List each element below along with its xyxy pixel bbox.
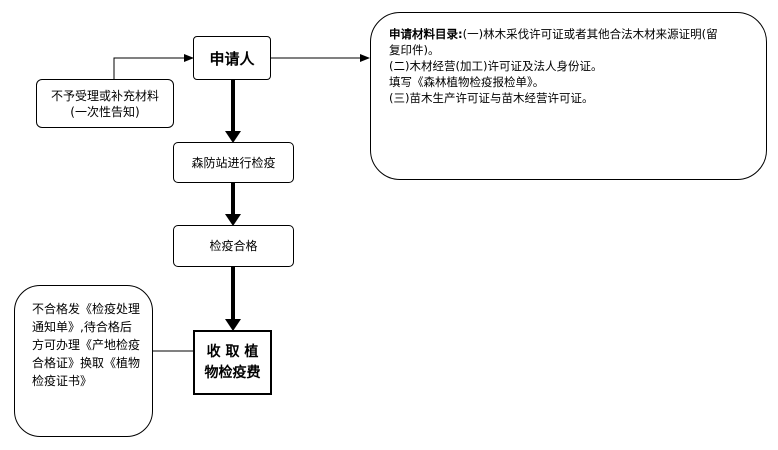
materials-heading: 申请材料目录: xyxy=(389,27,463,41)
failed-box: 不合格发《检疫处理 通知单》,待合格后 方可办理《产地检疫 合格证》换取《植物 … xyxy=(14,285,153,437)
failed-line1: 不合格发《检疫处理 xyxy=(32,302,141,316)
failed-line5: 检疫证书》 xyxy=(32,374,93,388)
inspection-box: 森防站进行检疫 xyxy=(173,142,294,183)
materials-line1: (一)林木采伐许可证或者其他合法木材来源证明(留 xyxy=(462,27,718,41)
failed-line2: 通知单》,待合格后 xyxy=(32,320,132,334)
failed-line3: 方可办理《产地检疫 xyxy=(32,338,141,352)
reject-to-applicant-line xyxy=(113,54,194,79)
materials-line5: (三)苗木生产许可证与苗木经营许可证。 xyxy=(389,91,594,105)
inspection-to-passed-arrow xyxy=(225,183,241,226)
reject-box: 不予受理或补充材料 (一次性告知) xyxy=(36,79,174,128)
fee-box: 收 取 植 物检疫费 xyxy=(193,330,272,395)
materials-line3: (二)木材经营(加工)许可证及法人身份证。 xyxy=(389,59,603,73)
applicant-label: 申请人 xyxy=(209,49,255,68)
passed-label: 检疫合格 xyxy=(209,239,258,253)
passed-to-fee-arrow xyxy=(225,267,241,331)
materials-line2: 复印件)。 xyxy=(389,43,440,57)
reject-line2: (一次性告知) xyxy=(70,104,140,119)
fee-line1: 收 取 植 xyxy=(206,343,259,360)
materials-box: 申请材料目录:(一)林木采伐许可证或者其他合法木材来源证明(留 复印件)。 (二… xyxy=(370,12,767,180)
applicant-box: 申请人 xyxy=(193,36,271,80)
applicant-to-inspection-arrow xyxy=(225,80,241,143)
materials-line4: 填写《森林植物检疫报检单》。 xyxy=(389,75,545,89)
inspection-label: 森防站进行检疫 xyxy=(191,155,276,170)
failed-line4: 合格证》换取《植物 xyxy=(32,356,141,370)
passed-box: 检疫合格 xyxy=(173,225,294,267)
materials-text: 申请材料目录:(一)林木采伐许可证或者其他合法木材来源证明(留 复印件)。 (二… xyxy=(389,26,718,106)
reject-line1: 不予受理或补充材料 xyxy=(50,88,159,103)
fee-line2: 物检疫费 xyxy=(204,364,261,381)
